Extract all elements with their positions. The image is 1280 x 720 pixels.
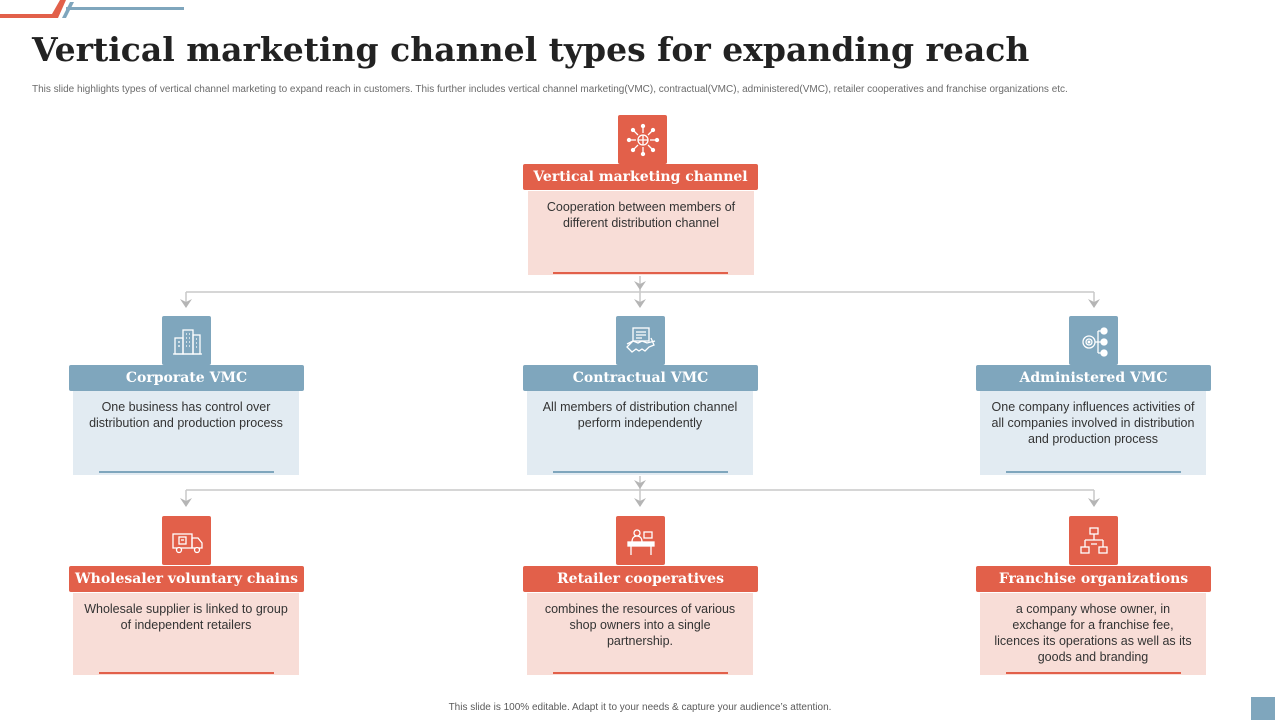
wholesaler-header: Wholesaler voluntary chains [69,566,304,592]
footer-note: This slide is 100% editable. Adapt it to… [448,702,832,713]
top-description-box: Cooperation between members of different… [528,191,754,275]
top-description: Cooperation between members of different… [546,200,736,230]
contractual-vmc-description: All members of distribution channel perf… [542,400,738,430]
corner-decoration [1251,697,1275,720]
handshake-contract-icon [616,316,665,365]
wholesaler-box: Wholesale supplier is linked to group of… [73,593,299,675]
corporate-vmc-underline [99,471,274,473]
administered-vmc-description: One company influences activities of all… [991,400,1195,446]
franchise-box: a company whose owner, in exchange for a… [980,593,1206,675]
administered-vmc-box: One company influences activities of all… [980,391,1206,475]
target-hierarchy-icon [1069,316,1118,365]
contractual-vmc-header: Contractual VMC [523,365,758,391]
top-underline [553,272,728,274]
contractual-vmc-box: All members of distribution channel perf… [527,391,753,475]
franchise-underline [1006,672,1181,674]
wholesaler-underline [99,672,274,674]
top-header: Vertical marketing channel [523,164,758,190]
shop-counter-icon [616,516,665,565]
page-subtitle: This slide highlights types of vertical … [32,84,1068,95]
page-title: Vertical marketing channel types for exp… [32,30,1030,69]
franchise-header: Franchise organizations [976,566,1211,592]
decorative-stripes [0,0,184,18]
contractual-vmc-underline [553,471,728,473]
corporate-vmc-header: Corporate VMC [69,365,304,391]
retailer-underline [553,672,728,674]
office-buildings-icon [162,316,211,365]
retailer-description: combines the resources of various shop o… [544,602,736,648]
org-chart-icon [1069,516,1118,565]
corporate-vmc-description: One business has control over distributi… [89,400,283,430]
administered-vmc-header: Administered VMC [976,365,1211,391]
retailer-box: combines the resources of various shop o… [527,593,753,675]
corporate-vmc-box: One business has control over distributi… [73,391,299,475]
wholesaler-description: Wholesale supplier is linked to group of… [84,602,288,632]
retailer-header: Retailer cooperatives [523,566,758,592]
delivery-truck-icon [162,516,211,565]
administered-vmc-underline [1006,471,1181,473]
network-globe-icon [618,115,667,164]
franchise-description: a company whose owner, in exchange for a… [994,602,1192,664]
